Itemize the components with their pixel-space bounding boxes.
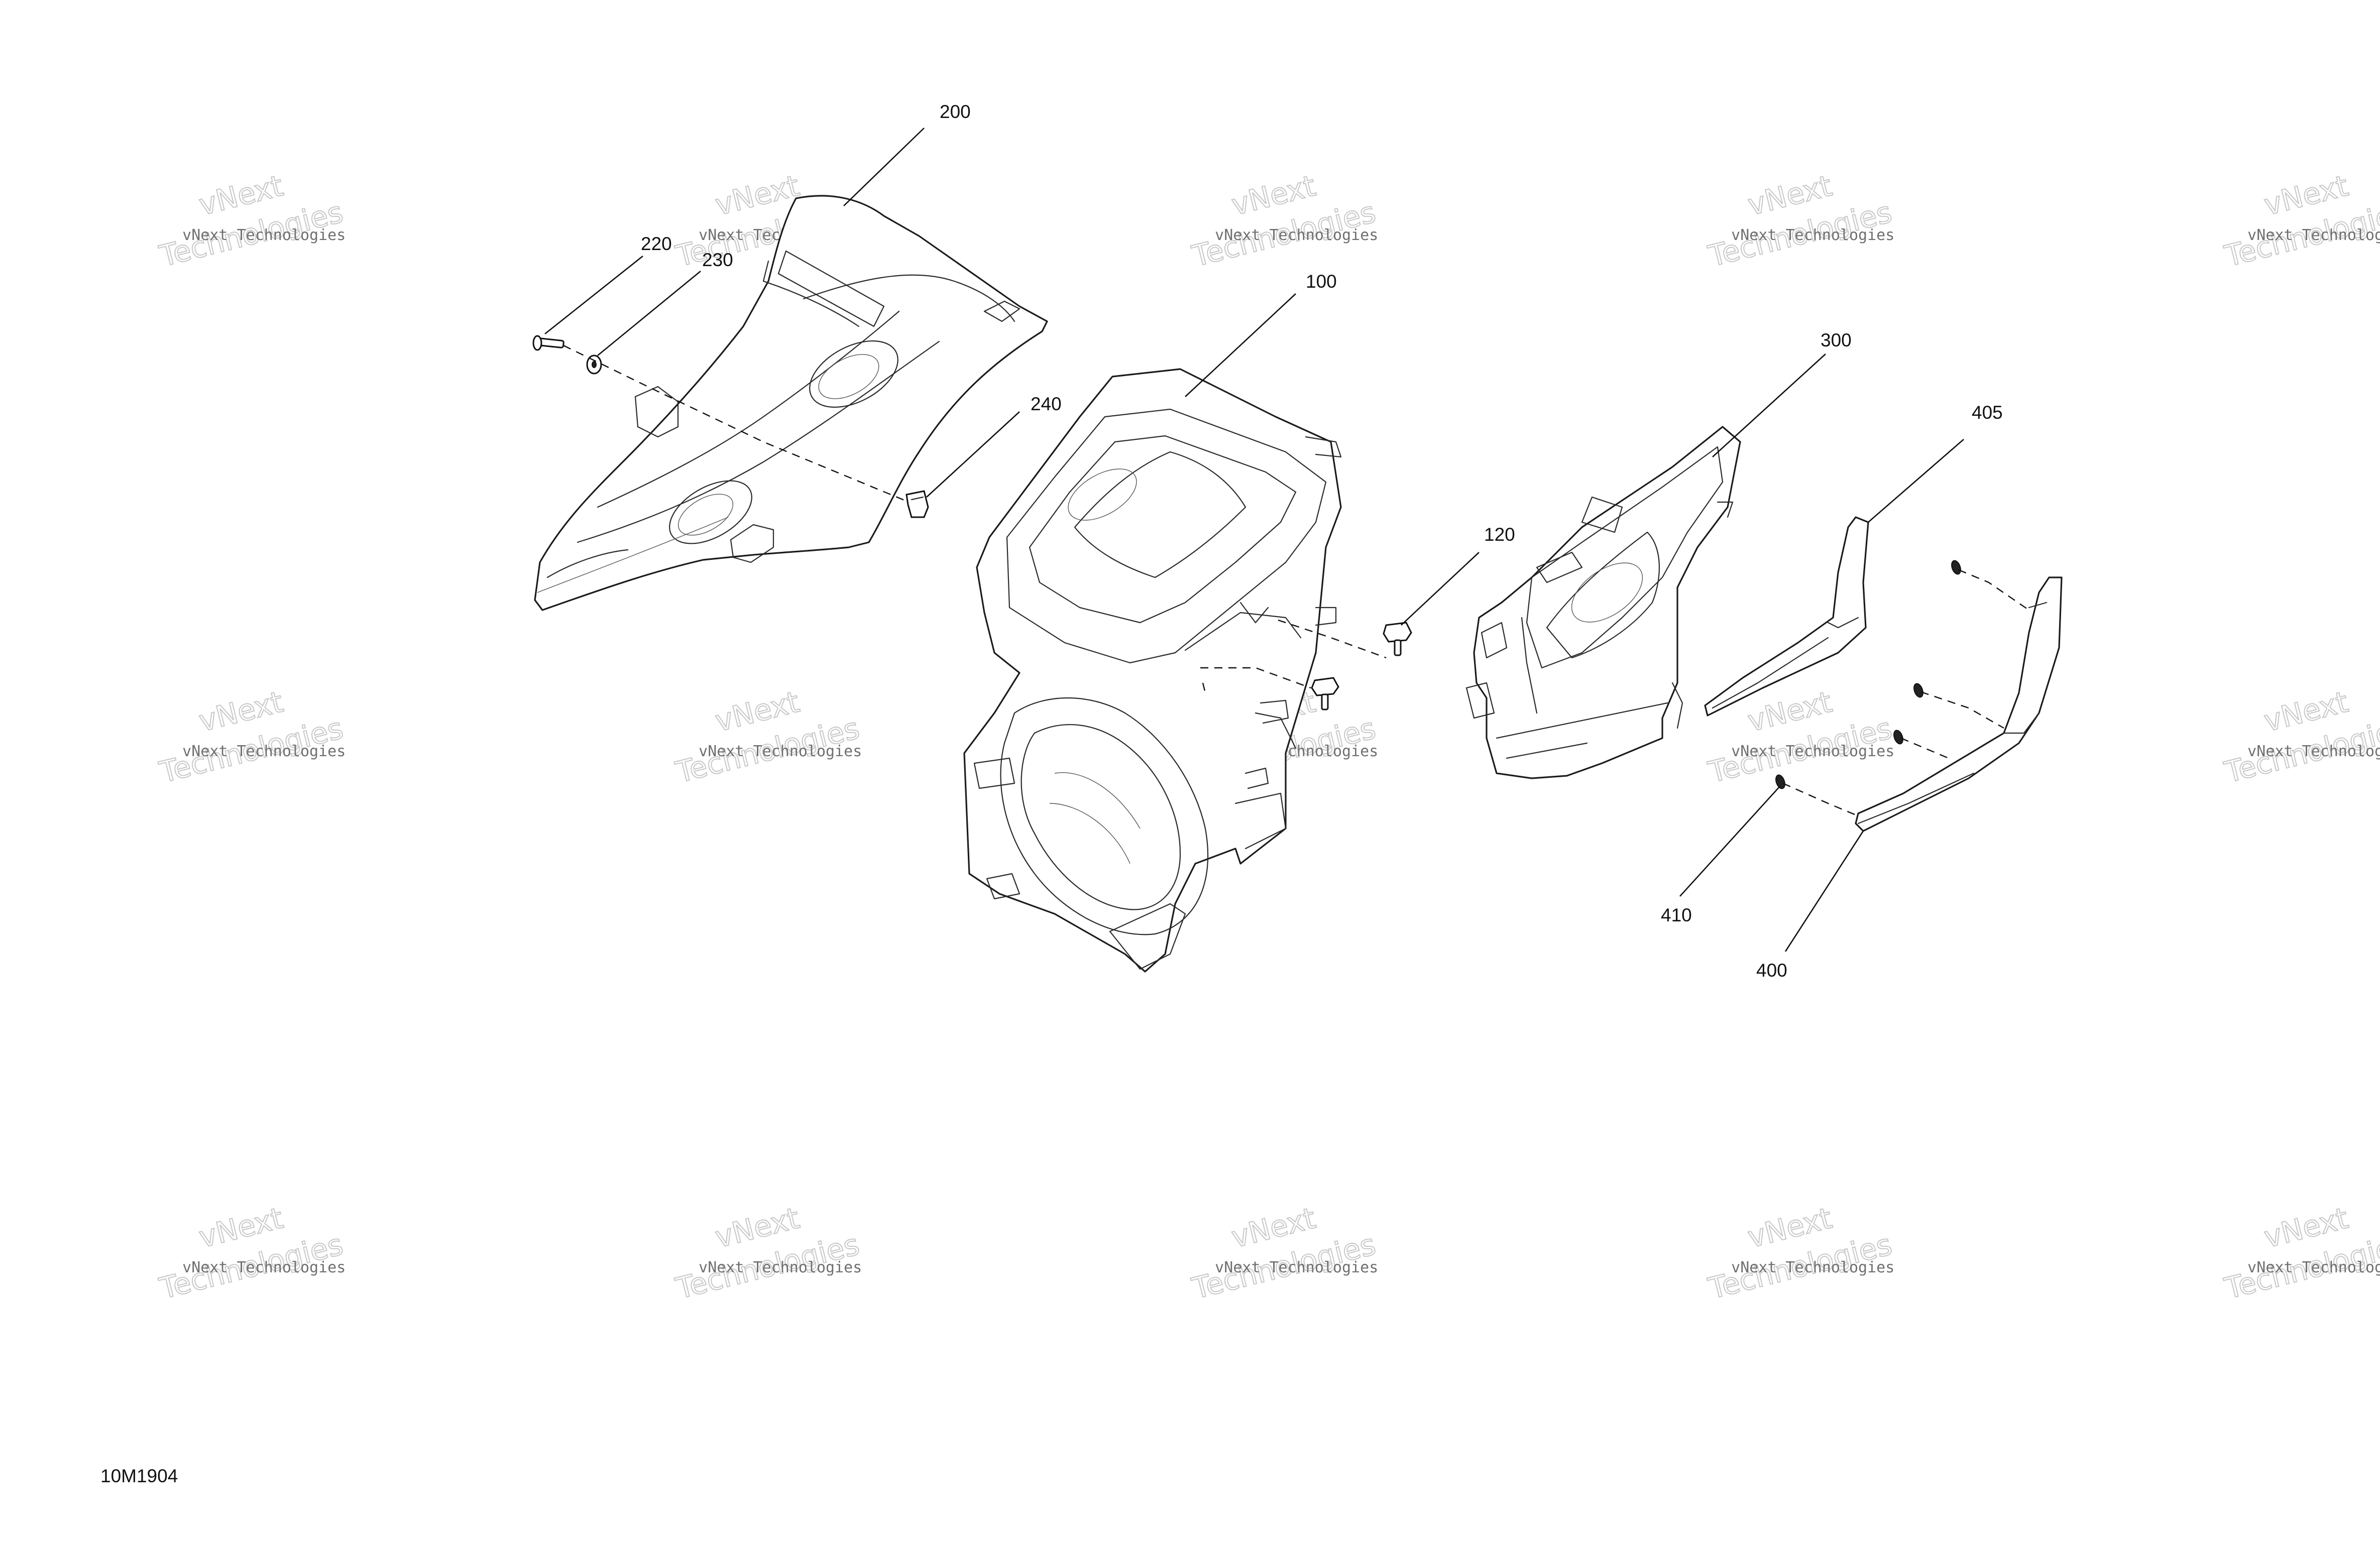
watermark-caption: vNext Technologies — [1215, 1259, 1378, 1276]
watermark-caption: vNext Technologies — [182, 226, 346, 244]
watermark-caption: vNext Technologies — [1215, 226, 1378, 244]
part-240-clip — [905, 490, 929, 518]
callout-220: 220 — [641, 233, 672, 254]
callout-200: 200 — [940, 101, 971, 122]
watermark-caption: vNext Technologies — [1731, 226, 1894, 244]
part-220-bolt — [532, 335, 564, 351]
watermark-caption: vNext Technologies — [2247, 743, 2380, 760]
part-400-fairing — [1855, 576, 2063, 832]
part-200-cover — [534, 195, 1048, 611]
callout-405: 405 — [1972, 402, 2003, 423]
callout-230: 230 — [702, 250, 733, 270]
part-120-screw — [1311, 622, 1412, 710]
watermark-caption: vNext Technologies — [2247, 226, 2380, 244]
callout-300: 300 — [1821, 330, 1852, 350]
part-405-panel — [1704, 516, 1869, 717]
callout-400: 400 — [1756, 960, 1787, 981]
watermark-caption: vNext Technologies — [1731, 1259, 1894, 1276]
watermark-caption: vNext Technologies — [182, 743, 346, 760]
watermark-caption: vNext Technologies — [182, 1259, 346, 1276]
watermark-caption: vNext Technologies — [1731, 743, 1894, 760]
watermark-caption: vNext Technologies — [699, 743, 862, 760]
part-300-airbox — [1465, 426, 1741, 779]
part-100-shroud — [963, 368, 1342, 973]
callout-410: 410 — [1661, 905, 1692, 925]
part-410-clips — [1775, 560, 1961, 789]
part-230-washer — [586, 354, 602, 375]
callout-100: 100 — [1306, 271, 1337, 292]
watermark-caption: vNext Technologies — [699, 1259, 862, 1276]
callout-120: 120 — [1484, 524, 1515, 545]
callout-240: 240 — [1031, 394, 1062, 414]
watermark-caption: vNext Technologies — [2247, 1259, 2380, 1276]
figure-id: 10M1904 — [100, 1466, 178, 1486]
leader-lines — [544, 128, 1964, 952]
callout-labels: 200 220 230 240 100 120 300 405 410 400 — [641, 101, 2003, 981]
